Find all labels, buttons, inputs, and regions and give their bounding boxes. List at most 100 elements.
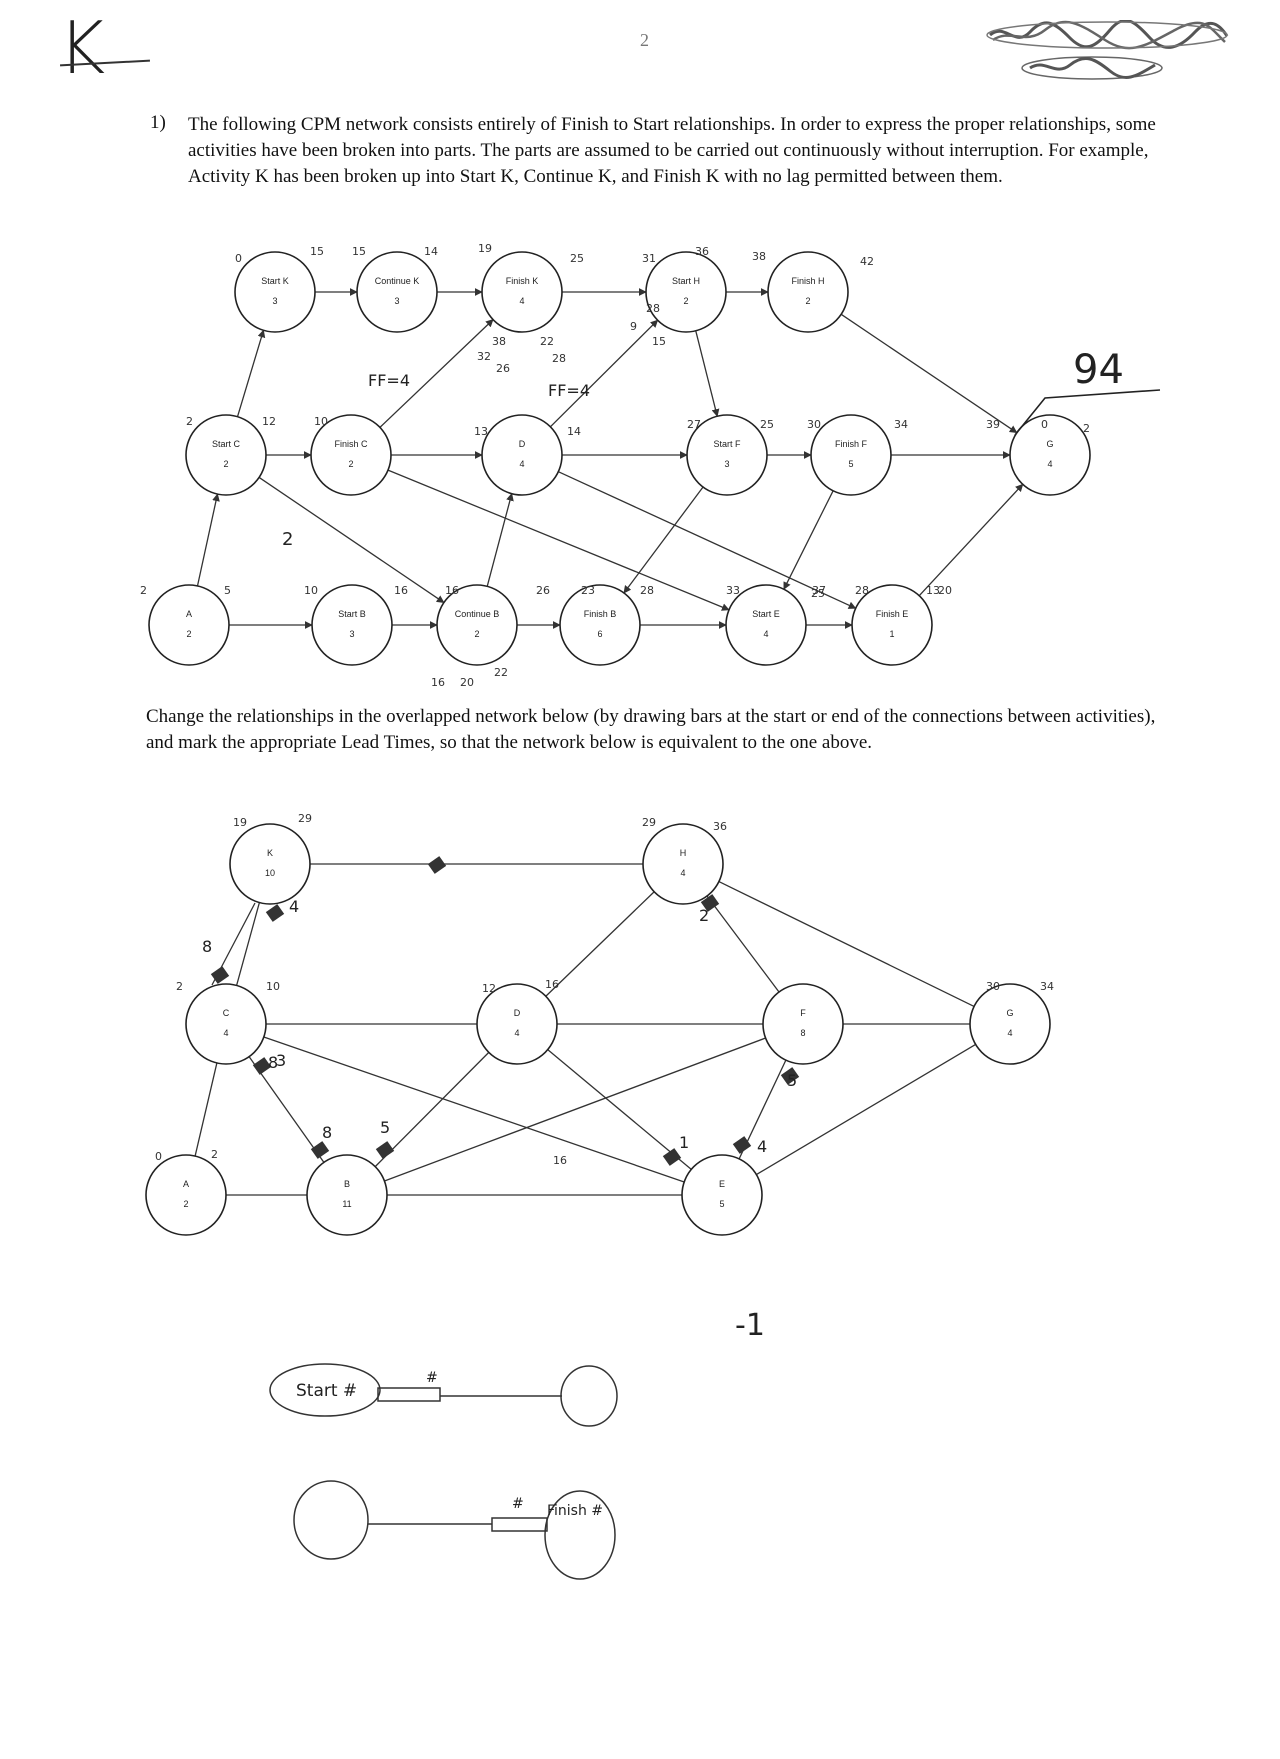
cpm-node-duration-finC: 2 bbox=[348, 459, 353, 469]
cpm-annotation-number: 25 bbox=[570, 252, 584, 265]
cpm-edge-finF-startE bbox=[783, 490, 834, 590]
cpm-node-duration-A: 2 bbox=[186, 629, 191, 639]
cpm-edge-contB-D bbox=[486, 492, 514, 587]
cpm-annotation-number: 38 bbox=[492, 335, 506, 348]
cpm-annotation-number: 2 bbox=[140, 584, 147, 597]
overlap-node-G bbox=[969, 983, 1051, 1065]
cpm-edge-startF-finB bbox=[623, 486, 704, 594]
cpm-annotation-number: 27 bbox=[687, 418, 701, 431]
cpm-node-startK bbox=[234, 251, 316, 333]
cpm-edge-startC-contB bbox=[258, 476, 445, 604]
lead-time-mark: 8 bbox=[268, 1053, 278, 1072]
cpm-node-label-finF: Finish F bbox=[835, 439, 868, 449]
cpm-node-label-startH: Start H bbox=[672, 276, 700, 286]
overlap-annotation-number: 36 bbox=[713, 820, 727, 833]
cpm-annotation-number: 25 bbox=[811, 587, 825, 600]
lead-bar bbox=[265, 904, 285, 922]
cpm-node-duration-D: 4 bbox=[519, 459, 524, 469]
cpm-annotation-number: 22 bbox=[540, 335, 554, 348]
lead-bar bbox=[780, 1067, 800, 1085]
cpm-annotation-number: 22 bbox=[494, 666, 508, 679]
cpm-annotation-number: 38 bbox=[752, 250, 766, 263]
overlap-node-duration-E: 5 bbox=[719, 1199, 724, 1209]
legend-sketch bbox=[269, 1363, 618, 1580]
cpm-node-label-contK: Continue K bbox=[375, 276, 420, 286]
cpm-edge-A-startC bbox=[196, 493, 220, 587]
overlap-annotation-number: 16 bbox=[545, 978, 559, 991]
overlap-node-F bbox=[762, 983, 844, 1065]
cpm-node-label-D: D bbox=[519, 439, 526, 449]
overlap-node-C bbox=[185, 983, 267, 1065]
cpm-node-duration-contK: 3 bbox=[394, 296, 399, 306]
cpm-node-duration-startH: 2 bbox=[683, 296, 688, 306]
cpm-annotation-number: 37 bbox=[812, 584, 826, 597]
overlap-edge-H-D bbox=[545, 891, 655, 997]
cpm-annotation-number: 19 bbox=[478, 242, 492, 255]
cpm-node-duration-finH: 2 bbox=[805, 296, 810, 306]
cpm-node-duration-startF: 3 bbox=[724, 459, 729, 469]
lead-time-mark: 5 bbox=[787, 1071, 797, 1090]
cpm-annotation-number: 2 bbox=[186, 415, 193, 428]
cpm-node-contB bbox=[436, 584, 518, 666]
cpm-node-label-A: A bbox=[186, 609, 192, 619]
overlap-annotation-number: 0 bbox=[155, 1150, 162, 1163]
cpm-annotation-number: 15 bbox=[310, 245, 324, 258]
cpm-annotation-number: 12 bbox=[262, 415, 276, 428]
cpm-annotation-number: 34 bbox=[894, 418, 908, 431]
lead-bar bbox=[375, 1141, 395, 1159]
cpm-annotation-number: 13 bbox=[926, 584, 940, 597]
lead-bar bbox=[210, 966, 230, 984]
cpm-node-startB bbox=[311, 584, 393, 666]
overlap-node-E bbox=[681, 1154, 763, 1236]
lead-bar bbox=[732, 1136, 752, 1154]
overlap-node-label-H: H bbox=[680, 848, 687, 858]
overlap-annotation-number: 29 bbox=[642, 816, 656, 829]
cpm-annotation-number: 28 bbox=[855, 584, 869, 597]
cpm-node-duration-finE: 1 bbox=[889, 629, 894, 639]
cpm-annotation-number: 32 bbox=[477, 350, 491, 363]
overlap-node-H bbox=[642, 823, 724, 905]
cpm-annotation-number: 16 bbox=[431, 676, 445, 689]
cpm-node-duration-startE: 4 bbox=[763, 629, 768, 639]
question-number: 1) bbox=[150, 112, 166, 133]
cpm-annotation-number: 15 bbox=[352, 245, 366, 258]
cpm-node-G bbox=[1009, 414, 1091, 496]
cpm-annotation-number: 0 bbox=[235, 252, 242, 265]
lead-bar bbox=[700, 894, 720, 912]
cpm-node-label-finK: Finish K bbox=[506, 276, 539, 286]
cpm-edge-D-finE bbox=[558, 471, 857, 609]
question-text: The following CPM network consists entir… bbox=[188, 114, 1156, 187]
cpm-edge-D-startH bbox=[549, 319, 659, 428]
cpm-annotation-number: 14 bbox=[567, 425, 581, 438]
cpm-node-finB bbox=[559, 584, 641, 666]
cpm-node-duration-startK: 3 bbox=[272, 296, 277, 306]
legend-lead-mark-2: # bbox=[512, 1496, 524, 1512]
cpm-node-label-G: G bbox=[1046, 439, 1053, 449]
overlap-node-label-B: B bbox=[344, 1179, 350, 1189]
overlap-node-label-E: E bbox=[719, 1179, 725, 1189]
cpm-node-finF bbox=[810, 414, 892, 496]
overlap-annotation-number: 16 bbox=[553, 1154, 567, 1167]
cpm-edge-finC-finK bbox=[379, 319, 494, 428]
cpm-node-D bbox=[481, 414, 563, 496]
cpm-annotation-number: 10 bbox=[304, 584, 318, 597]
overlap-node-D bbox=[476, 983, 558, 1065]
lead-time-mark: 1 bbox=[679, 1133, 689, 1152]
cpm-node-finC bbox=[310, 414, 392, 496]
cpm-annotation-number: 23 bbox=[581, 584, 595, 597]
cpm-edge-finE-G bbox=[918, 483, 1024, 597]
cpm-edge-finH-G bbox=[840, 313, 1018, 434]
cpm-node-A bbox=[148, 584, 230, 666]
overlap-edge-E-G bbox=[756, 1043, 976, 1176]
cpm-node-finE bbox=[851, 584, 933, 666]
cpm-annotation-number: 16 bbox=[394, 584, 408, 597]
overlap-annotation-number: 10 bbox=[266, 980, 280, 993]
overlap-edge-A-C bbox=[194, 1062, 218, 1157]
cpm-edge-startH-startF bbox=[695, 330, 720, 417]
overlap-annotation-number: 19 bbox=[233, 816, 247, 829]
overlap-edge-B-D bbox=[374, 1051, 490, 1168]
cpm-node-finK bbox=[481, 251, 563, 333]
cpm-node-label-contB: Continue B bbox=[455, 609, 500, 619]
